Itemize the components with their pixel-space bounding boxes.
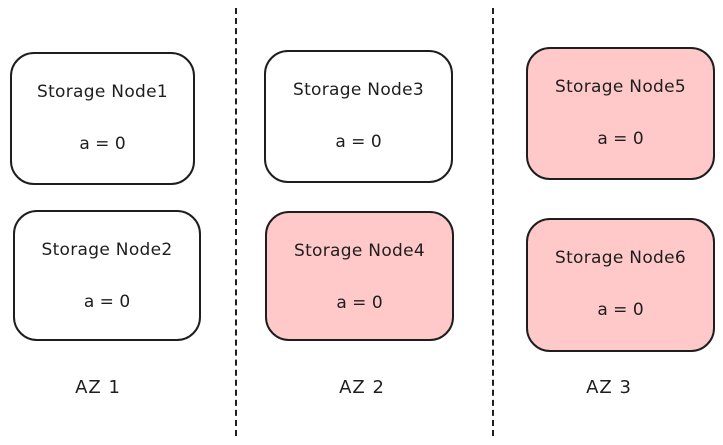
storage-node-4: Storage Node4 a = 0 <box>265 211 454 341</box>
zone-label-2: AZ 2 <box>339 377 385 398</box>
zone-divider-1 <box>235 8 237 436</box>
node-value: a = 0 <box>336 293 383 313</box>
node-value: a = 0 <box>79 134 126 154</box>
storage-node-5: Storage Node5 a = 0 <box>526 47 715 180</box>
node-title: Storage Node1 <box>36 82 168 102</box>
node-title: Storage Node4 <box>293 241 425 261</box>
storage-node-2: Storage Node2 a = 0 <box>13 210 201 341</box>
storage-node-6: Storage Node6 a = 0 <box>526 218 715 352</box>
zone-divider-2 <box>492 8 494 436</box>
node-title: Storage Node5 <box>554 77 686 97</box>
storage-node-1: Storage Node1 a = 0 <box>10 52 195 185</box>
node-title: Storage Node3 <box>292 80 424 100</box>
node-value: a = 0 <box>597 129 644 149</box>
node-title: Storage Node6 <box>554 248 686 268</box>
storage-node-3: Storage Node3 a = 0 <box>264 50 453 183</box>
zone-label-1: AZ 1 <box>75 377 121 398</box>
node-value: a = 0 <box>335 132 382 152</box>
node-value: a = 0 <box>597 300 644 320</box>
node-title: Storage Node2 <box>41 240 173 260</box>
zone-label-3: AZ 3 <box>586 377 632 398</box>
node-value: a = 0 <box>83 292 131 312</box>
